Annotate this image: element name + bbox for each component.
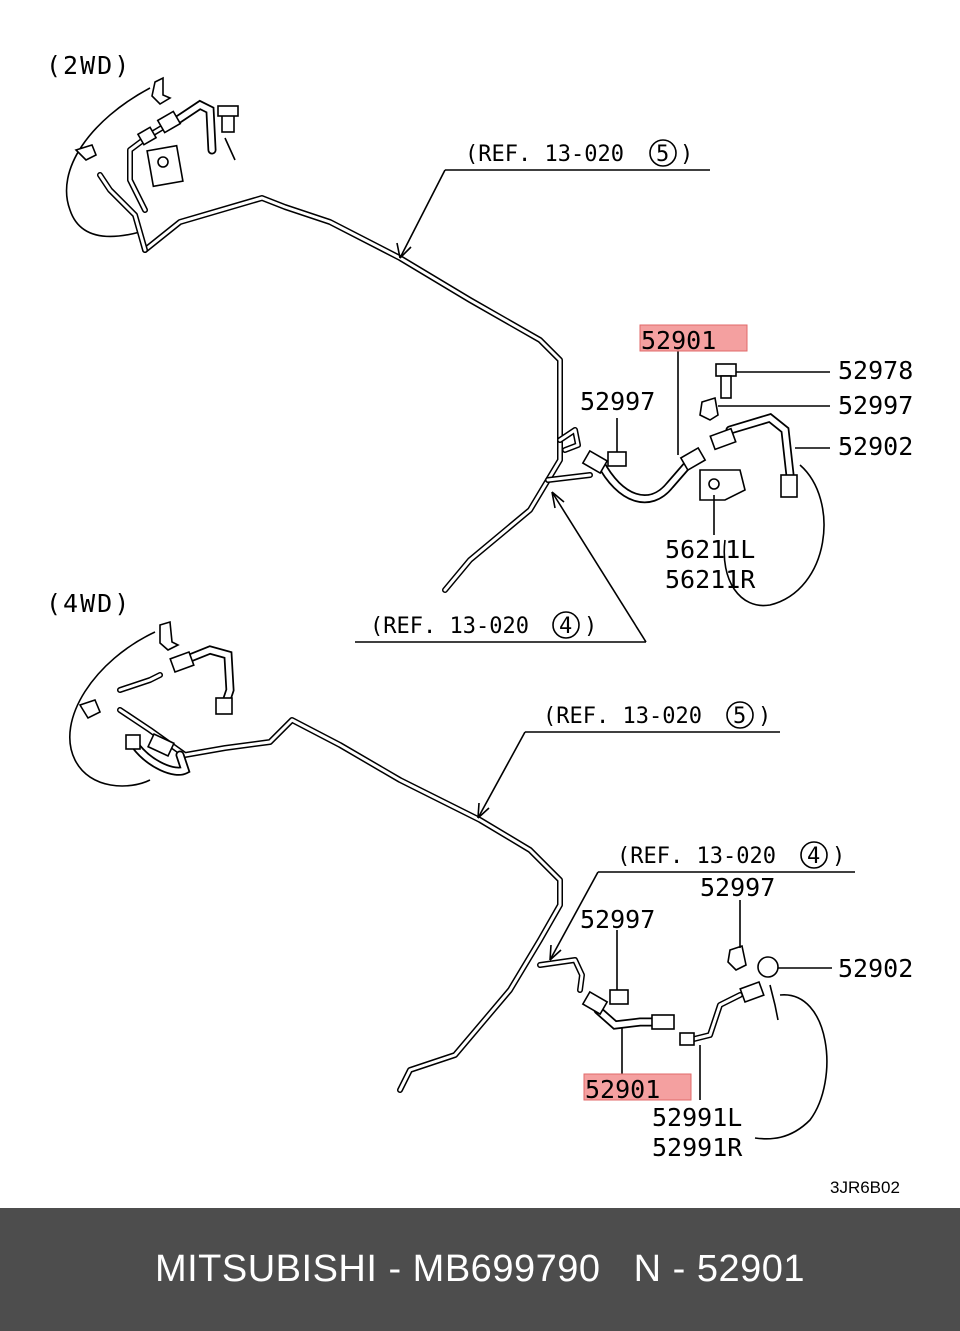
detail-ellipse-2wd <box>65 87 151 238</box>
hose-52902-4wd <box>739 956 779 1021</box>
upper-hose-2wd <box>136 99 217 155</box>
brake-pipe-2wd <box>97 117 593 593</box>
ref-4wd-4-circle <box>800 841 828 869</box>
ref-2wd-4: (REF. 13-020 4 ) <box>355 491 647 643</box>
ref-2wd-5-circle <box>649 139 677 167</box>
clip-4wd-upper-52997 <box>727 944 747 971</box>
part-label-52997-4wd-upper[interactable]: 52997 <box>700 873 775 902</box>
ref-4wd-5: (REF. 13-020 5 ) <box>477 701 780 819</box>
part-label-52901-4wd[interactable]: 52901 <box>585 1075 660 1104</box>
brake-pipe-4wd <box>117 672 585 1093</box>
clip-2wd-right-52997 <box>699 396 719 421</box>
bracket-2wd-small <box>146 105 239 188</box>
ref-4wd-5-close: ) <box>758 704 771 729</box>
ref-4wd-5-number: 5 <box>733 704 746 729</box>
bracket-56211 <box>699 469 746 501</box>
part-label-52902-2wd[interactable]: 52902 <box>838 432 913 461</box>
part-label-52901-2wd[interactable]: 52901 <box>641 326 716 355</box>
part-label-52997-4wd-left[interactable]: 52997 <box>580 905 655 934</box>
detail-ellipse-2wd-right <box>723 464 825 607</box>
upper-hose-4wd <box>125 645 235 776</box>
bolt-52978 <box>715 363 737 399</box>
part-label-56211R[interactable]: 56211R <box>665 565 756 594</box>
ref-4wd-4-close: ) <box>832 844 845 869</box>
clip-4wd-left <box>78 699 102 720</box>
ref-4wd-5-text: (REF. 13-020 <box>543 704 702 729</box>
part-label-52991L[interactable]: 52991L <box>652 1103 742 1132</box>
clip-4wd-left-52997 <box>609 989 629 1005</box>
ref-2wd-4-number: 4 <box>559 614 572 639</box>
ref-2wd-5-close: ) <box>680 142 693 167</box>
part-label-52997-2wd-left[interactable]: 52997 <box>580 387 655 416</box>
ref-2wd-4-circle <box>552 611 580 639</box>
hose-assembly-4wd[interactable] <box>581 990 675 1030</box>
drawing-code: 3JR6B02 <box>830 1178 900 1197</box>
highlight-52901-2wd <box>639 324 748 352</box>
ref-4wd-4-text: (REF. 13-020 <box>617 844 776 869</box>
section-label-4wd: (4WD) <box>46 589 131 618</box>
ref-4wd-5-circle <box>726 701 754 729</box>
clip-4wd-top <box>159 620 180 651</box>
tube-52991-4wd <box>679 992 743 1046</box>
hose-52902-2wd <box>709 413 798 498</box>
ref-2wd-4-close: ) <box>584 614 597 639</box>
footer-bar: MITSUBISHI - MB699790 N - 52901 <box>0 1208 960 1331</box>
clip-2wd-left <box>74 144 98 161</box>
ref-2wd-5: (REF. 13-020 5 ) <box>396 139 710 259</box>
part-label-52991R[interactable]: 52991R <box>652 1133 743 1162</box>
part-label-52902-4wd[interactable]: 52902 <box>838 954 913 983</box>
hose-assembly-2wd[interactable] <box>581 446 707 504</box>
ref-2wd-4-text: (REF. 13-020 <box>370 614 529 639</box>
ref-2wd-5-text: (REF. 13-020 <box>465 142 624 167</box>
highlight-52901-4wd <box>583 1073 692 1101</box>
clip-2wd-top <box>151 76 172 106</box>
part-label-52978[interactable]: 52978 <box>838 356 913 385</box>
clip-2wd-left-52997 <box>607 451 627 467</box>
detail-ellipse-4wd-right <box>754 994 828 1140</box>
part-label-52997-2wd-right[interactable]: 52997 <box>838 391 913 420</box>
ref-2wd-5-number: 5 <box>656 142 669 167</box>
ref-4wd-4-number: 4 <box>807 844 820 869</box>
brake-line-diagram: (2WD) (REF. 13-020 5 ) <box>46 51 913 1197</box>
ref-4wd-4: (REF. 13-020 4 ) <box>549 841 855 961</box>
footer-part-info: MITSUBISHI - MB699790 N - 52901 <box>154 1248 806 1290</box>
part-label-56211L[interactable]: 56211L <box>665 535 755 564</box>
section-label-2wd: (2WD) <box>46 51 131 80</box>
detail-ellipse-4wd <box>69 631 156 787</box>
